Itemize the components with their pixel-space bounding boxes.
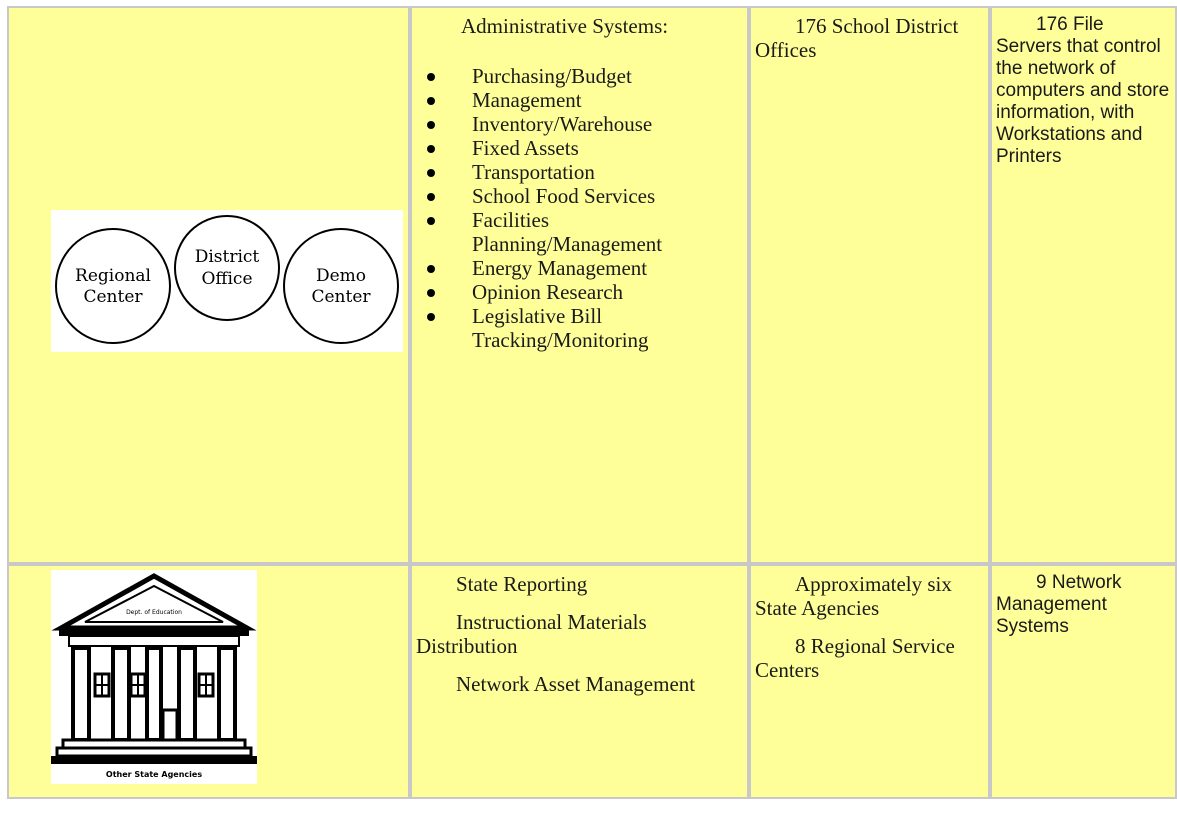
building-image: Dept. of Education (51, 570, 257, 784)
offices-text: 176 School District Offices (755, 14, 959, 62)
circle-label-3a: Demo (316, 266, 366, 286)
admin-systems-heading: Administrative Systems: (461, 14, 669, 38)
circle-label-3b: Center (311, 287, 371, 307)
list-item: Inventory/Warehouse (427, 112, 743, 136)
circle-label-1b: Center (83, 287, 143, 307)
servers-cell: 176 File Servers that control the networ… (990, 6, 1177, 564)
list-item: Legislative Bill Tracking/Monitoring (427, 304, 743, 352)
table-row: Dept. of Education (7, 564, 1177, 799)
building-cell: Dept. of Education (7, 564, 410, 799)
diagram-cell: Regional Center District Office Demo Cen… (7, 6, 410, 564)
list-item: School Food Services (427, 184, 743, 208)
list-item: Transportation (427, 160, 743, 184)
paragraph: Network Asset Management (456, 672, 696, 696)
paragraph: Approximately six State Agencies (755, 572, 952, 620)
building-icon: Dept. of Education (51, 573, 257, 779)
list-item: Energy Management (427, 256, 743, 280)
list-item: Fixed Assets (427, 136, 743, 160)
offices-cell: 176 School District Offices (749, 6, 990, 564)
servers-text: 176 File Servers that control the networ… (996, 14, 1170, 167)
paragraph: Instructional Materials Distribution (416, 610, 647, 658)
systems-table: Regional Center District Office Demo Cen… (7, 6, 1177, 799)
building-caption: Other State Agencies (106, 770, 202, 779)
circle-label-1a: Regional (75, 266, 151, 286)
agencies-cell: Approximately six State Agencies 8 Regio… (749, 564, 990, 799)
paragraph: State Reporting (456, 572, 588, 596)
list-item: Management (427, 88, 743, 112)
admin-systems-cell: Administrative Systems: Purchasing/Budge… (410, 6, 749, 564)
network-mgmt-cell: 9 Network Management Systems (990, 564, 1177, 799)
circle-label-2a: District (195, 247, 260, 267)
list-item: Purchasing/Budget (427, 64, 743, 88)
list-item: Opinion Research (427, 280, 743, 304)
table-row: Regional Center District Office Demo Cen… (7, 6, 1177, 564)
network-mgmt-text: 9 Network Management Systems (996, 572, 1122, 637)
admin-systems-list: Purchasing/Budget Management Inventory/W… (416, 64, 743, 352)
reporting-cell: State Reporting Instructional Materials … (410, 564, 749, 799)
circle-label-2b: Office (201, 269, 252, 289)
list-item: Facilities Planning/Management (427, 208, 743, 256)
district-diagram: Regional Center District Office Demo Cen… (51, 210, 403, 352)
paragraph: 8 Regional Service Centers (755, 634, 955, 682)
circles-diagram: Regional Center District Office Demo Cen… (55, 215, 399, 344)
pediment-text: Dept. of Education (126, 609, 182, 616)
